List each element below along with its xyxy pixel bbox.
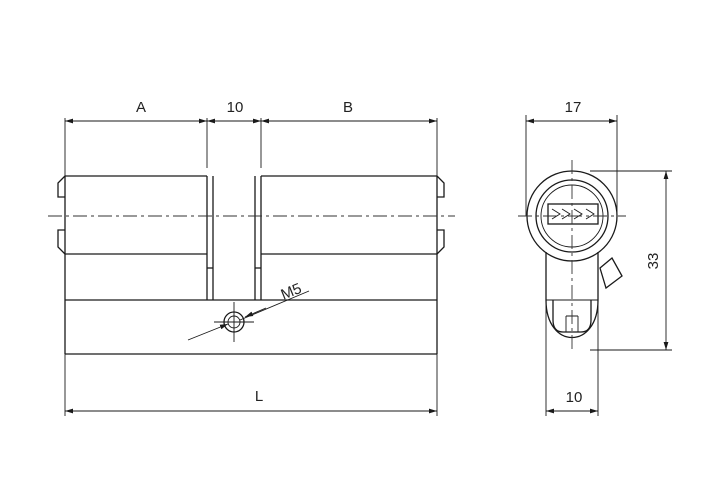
cylinder-end-profile <box>526 170 623 338</box>
right-cylinder-body <box>260 175 445 354</box>
dimension-label-a: A <box>136 99 146 116</box>
left-cylinder-body <box>57 175 208 354</box>
dimension-label-l: L <box>255 388 263 405</box>
cam-slot <box>207 176 261 301</box>
dimension-label-height: 33 <box>645 253 662 270</box>
dimension-label-cam: 10 <box>566 389 583 406</box>
dimension-label-center: 10 <box>227 99 244 116</box>
screw-size-label: M5 <box>278 280 304 304</box>
side-view: A 10 B <box>48 99 455 416</box>
dimension-label-width: 17 <box>565 99 582 116</box>
end-view: 17 33 <box>518 99 672 416</box>
fixing-screw-hole <box>187 290 310 342</box>
keyway-icon <box>547 203 599 225</box>
screw-leader-left <box>187 323 229 341</box>
cam-tab <box>599 256 623 290</box>
dimension-label-b: B <box>343 99 353 116</box>
